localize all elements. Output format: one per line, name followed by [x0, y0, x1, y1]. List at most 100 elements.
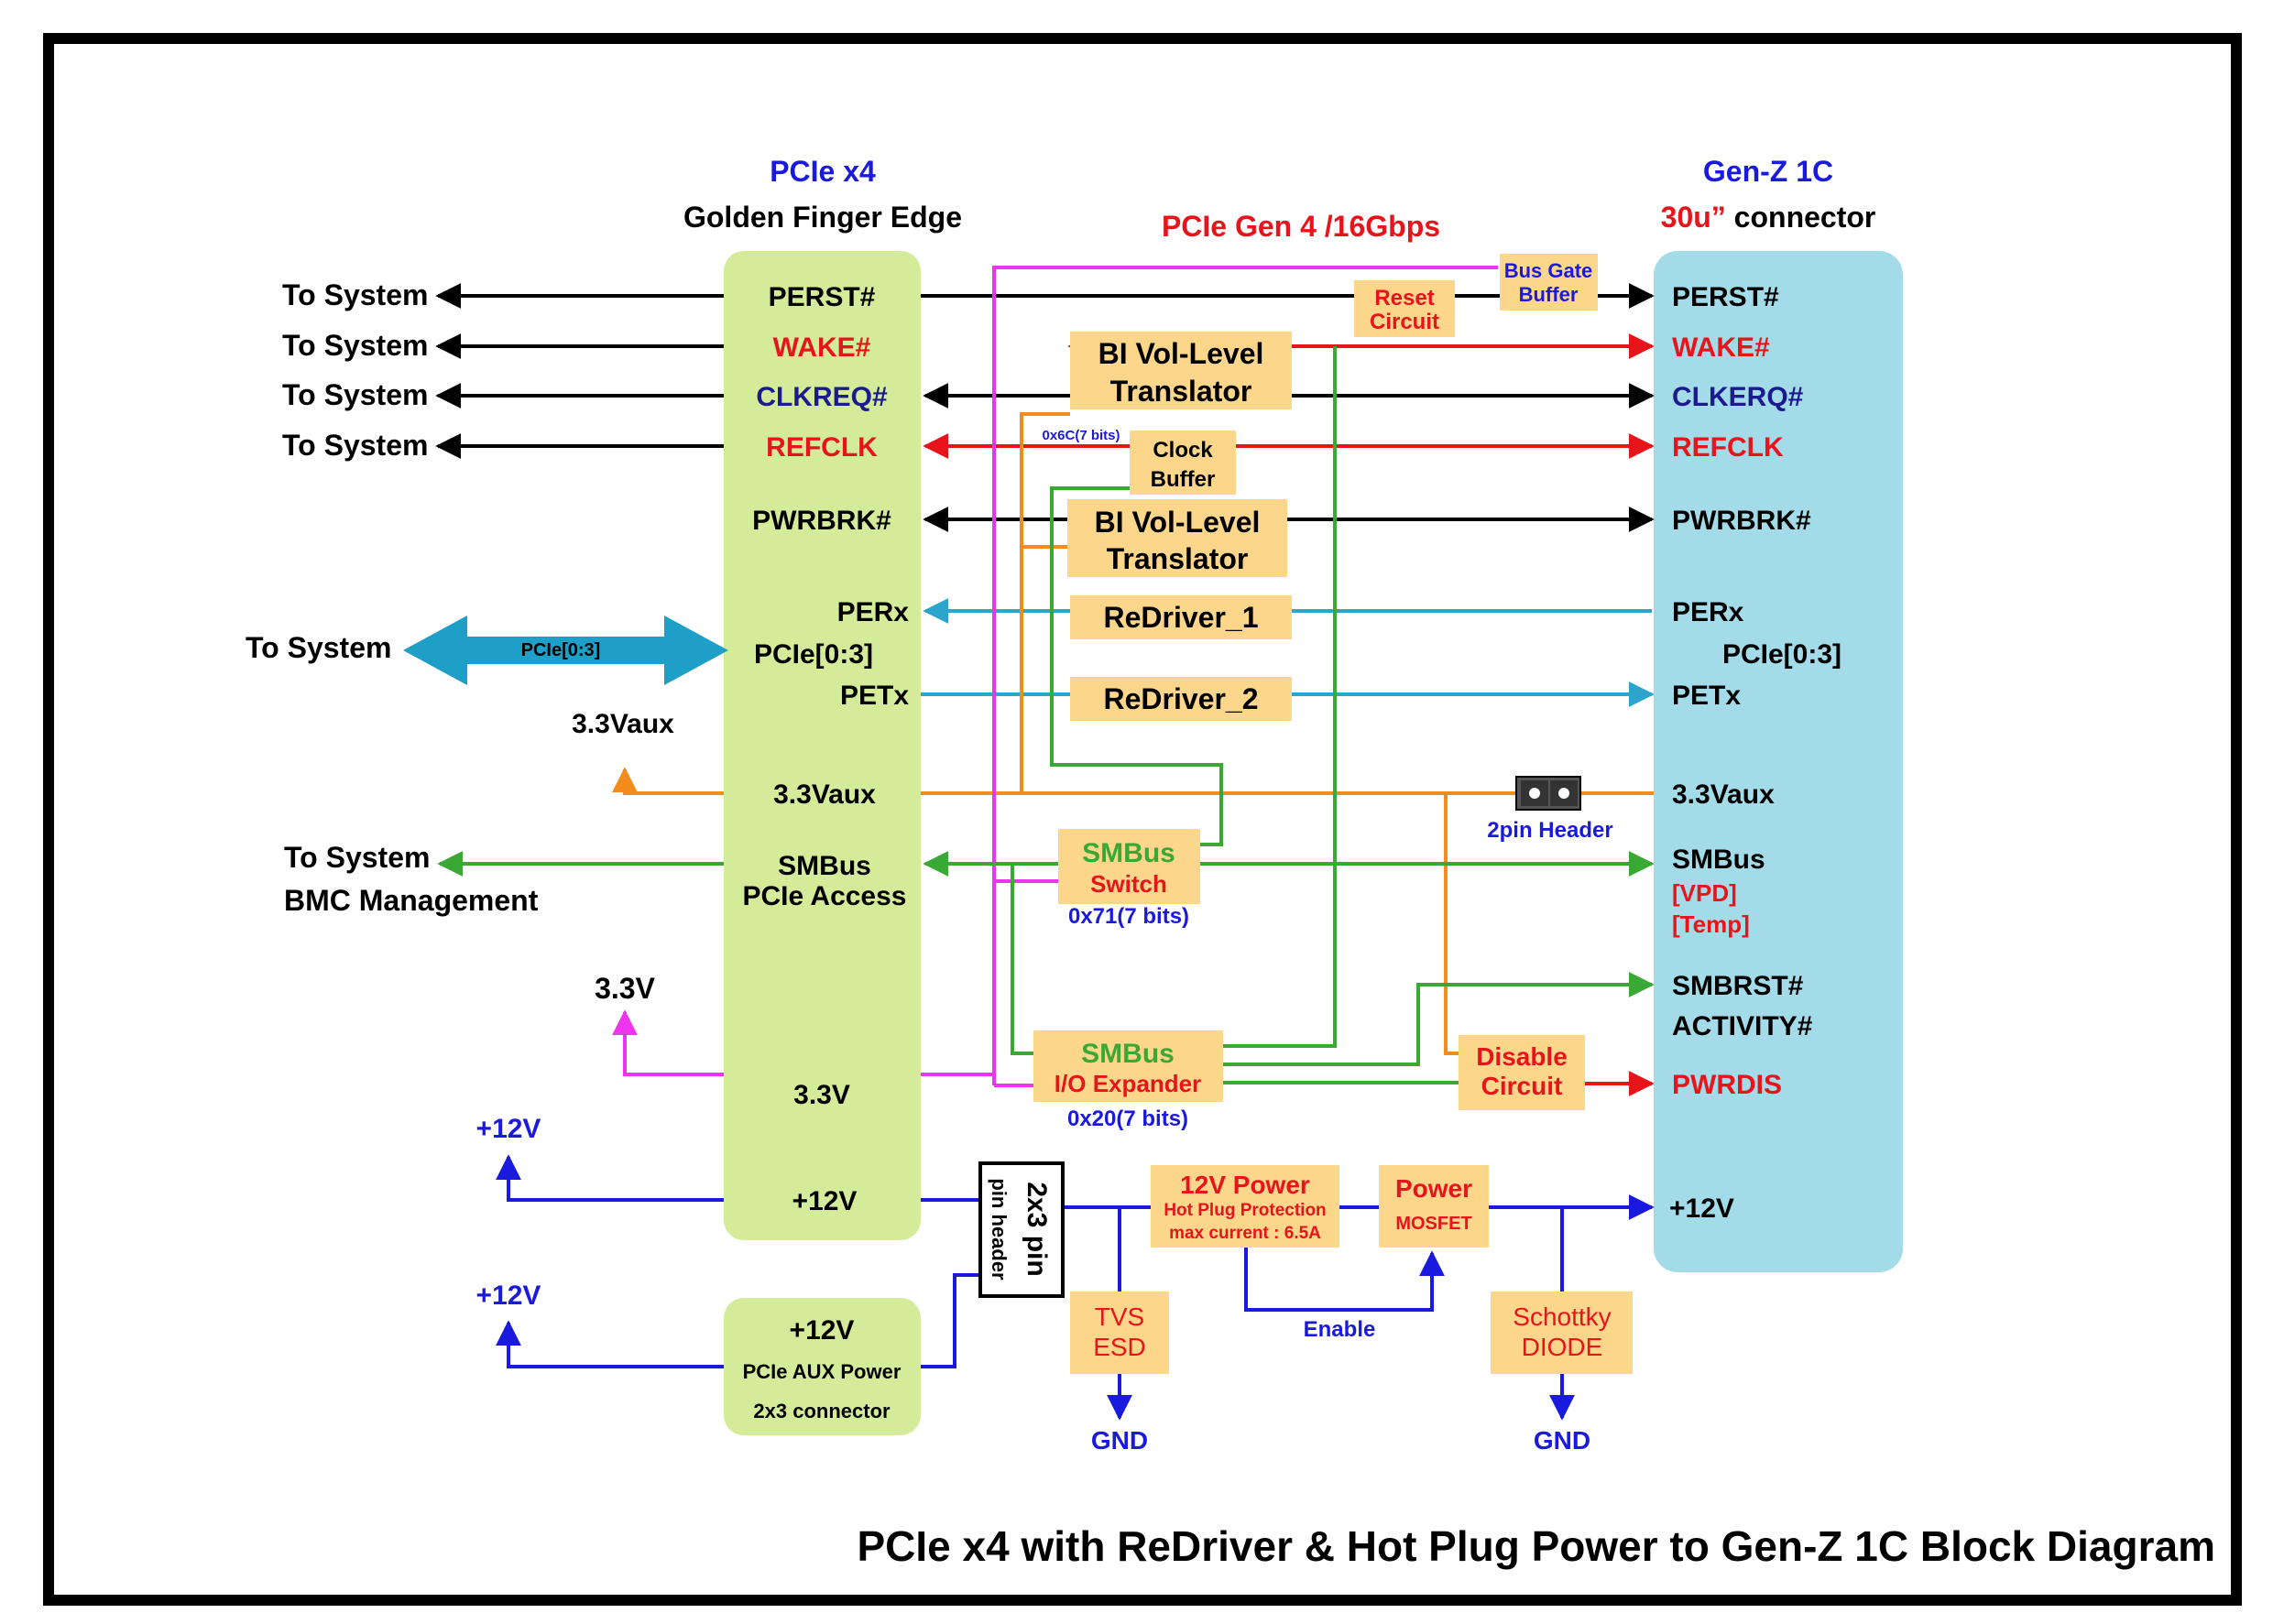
reset-circuit-box	[1354, 280, 1455, 337]
left-smbus: SMBus	[778, 851, 871, 881]
left-subtitle: Golden Finger Edge	[683, 201, 962, 234]
aux-system-label: 3.3Vaux	[572, 709, 674, 739]
smbus-expander-link	[1011, 864, 1033, 1055]
smbus-switch-box	[1058, 829, 1200, 904]
v33-bus-line	[921, 266, 1498, 1076]
genz-connector-block	[1654, 251, 1903, 1272]
translator1-label-2: Translator	[1110, 375, 1252, 408]
bmc-label: BMC Management	[284, 884, 539, 917]
translator1-label-1: BI Vol-Level	[1098, 337, 1264, 370]
aux12-to-system-line	[496, 1320, 724, 1368]
expander-wake-link	[1223, 346, 1337, 1048]
smbus-switch-label-2: Switch	[1090, 870, 1167, 898]
right-title: Gen-Z 1C	[1703, 155, 1833, 188]
aux12-header-line	[921, 1273, 980, 1368]
to-system-label-3: To System	[282, 378, 428, 411]
aux-block-v12: +12V	[790, 1315, 855, 1346]
aux-to-system-line	[612, 767, 724, 795]
translator2-label-2: Translator	[1107, 542, 1249, 575]
mosfet-label-1: Power	[1395, 1174, 1472, 1203]
header-pin-a-dot	[1529, 788, 1540, 799]
header-2pin-label: 2pin Header	[1487, 818, 1612, 843]
bus-gate-buffer-box	[1500, 254, 1598, 311]
expander-addr: 0x20(7 bits)	[1067, 1106, 1188, 1131]
left-title: PCIe x4	[770, 155, 876, 188]
gnd-label-2: GND	[1534, 1426, 1590, 1455]
v12-system-label: +12V	[476, 1114, 541, 1144]
translator2-label-1: BI Vol-Level	[1095, 506, 1261, 539]
clock-buffer-label-1: Clock	[1153, 438, 1213, 463]
right-subtitle: 30u” connector	[1661, 201, 1876, 234]
disable-label-2: Circuit	[1481, 1072, 1563, 1100]
left-perx: PERx	[837, 597, 910, 627]
redriver2-box	[1070, 677, 1292, 721]
bus-gate-label-2: Buffer	[1519, 283, 1579, 306]
mosfet-box	[1379, 1165, 1489, 1248]
right-temp: [Temp]	[1672, 910, 1750, 938]
io-expander-box	[1033, 1030, 1223, 1102]
hot-plug-label-1: 12V Power	[1180, 1171, 1310, 1199]
aux-block-name: PCIe AUX Power	[743, 1360, 902, 1383]
smbus-clock-link	[1050, 486, 1223, 846]
left-refclk: REFCLK	[766, 432, 878, 463]
enable-label: Enable	[1304, 1317, 1376, 1342]
right-refclk: REFCLK	[1672, 432, 1784, 463]
reset-label-2: Circuit	[1370, 310, 1439, 334]
center-title: PCIe Gen 4 /16Gbps	[1162, 210, 1440, 243]
left-wake: WAKE#	[773, 332, 871, 363]
right-perst: PERST#	[1672, 282, 1779, 312]
io-expander-label-1: SMBus	[1081, 1039, 1175, 1069]
aux-block-connector: 2x3 connector	[753, 1400, 891, 1422]
v33-system-label: 3.3V	[595, 972, 655, 1005]
right-perx: PERx	[1672, 597, 1744, 627]
tvs-label-1: TVS	[1095, 1302, 1144, 1331]
pcie-golden-finger-block	[724, 251, 921, 1240]
schottky-label-2: DIODE	[1522, 1333, 1603, 1361]
pin-header-2x3-box	[978, 1161, 1065, 1298]
schottky-label-1: Schottky	[1513, 1302, 1611, 1331]
right-smbrst: SMBRST#	[1672, 971, 1804, 1001]
redriver1-box	[1070, 595, 1292, 639]
footer-title: PCIe x4 with ReDriver & Hot Plug Power t…	[857, 1522, 2215, 1570]
aux12-system-label: +12V	[476, 1281, 541, 1311]
aux-disable-feed	[1444, 793, 1459, 1055]
right-petx: PETx	[1672, 681, 1741, 711]
pcie-bus-arrow	[403, 616, 728, 685]
left-pcie: PCIe[0:3]	[754, 639, 873, 670]
bus-gate-label-1: Bus Gate	[1504, 259, 1593, 282]
right-activity: ACTIVITY#	[1672, 1011, 1813, 1041]
v33-to-system-line	[612, 1009, 724, 1076]
tvs-box	[1070, 1292, 1169, 1374]
right-subtitle-black: connector	[1734, 201, 1876, 234]
translator1-box	[1070, 332, 1292, 409]
left-aux: 3.3Vaux	[773, 779, 876, 810]
expander-smbrst-link	[1223, 972, 1655, 1066]
to-system-label-pcie: To System	[246, 631, 391, 664]
enable-line	[1244, 1248, 1445, 1312]
pcie-aux-power-block	[724, 1298, 921, 1435]
hot-plug-label-3: max current : 6.5A	[1169, 1224, 1321, 1243]
right-smbus: SMBus	[1672, 845, 1765, 875]
clock-buffer-box	[1130, 431, 1236, 495]
right-pwrbrk: PWRBRK#	[1672, 506, 1811, 536]
header-pin-b-dot	[1558, 788, 1569, 799]
right-v12: +12V	[1669, 1193, 1734, 1224]
left-v12: +12V	[792, 1186, 858, 1216]
right-clkerq: CLKERQ#	[1672, 382, 1804, 412]
right-vpd: [VPD]	[1672, 879, 1737, 907]
left-petx: PETx	[840, 681, 909, 711]
right-wake: WAKE#	[1672, 332, 1770, 363]
left-clkreq: CLKREQ#	[756, 382, 888, 412]
left-smbus-pcie-access: PCIe Access	[742, 881, 906, 911]
translator2-box	[1067, 499, 1287, 577]
io-expander-label-2: I/O Expander	[1055, 1070, 1201, 1097]
pin-header-2x3-label-1: 2x3 pin	[1022, 1182, 1052, 1276]
schottky-box	[1491, 1292, 1633, 1374]
clock-buffer-label-2: Buffer	[1151, 467, 1216, 492]
right-aux: 3.3Vaux	[1672, 779, 1775, 810]
hot-plug-box	[1151, 1165, 1339, 1248]
pin-header-2x3-label-2: pin header	[988, 1178, 1011, 1281]
right-subtitle-red: 30u”	[1661, 201, 1726, 234]
v12-to-system-line	[496, 1154, 724, 1202]
